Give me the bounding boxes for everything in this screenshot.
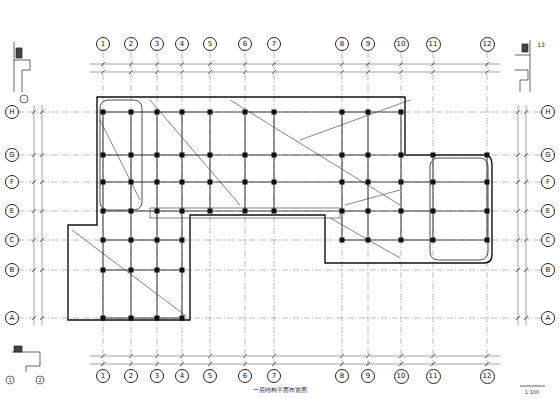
grid-label: G [545,152,550,159]
grid-label: 11 [429,373,438,380]
grid-bubble: 8 [335,37,349,51]
grid-label: 10 [397,373,406,380]
grid-bubble: 11 [426,369,441,384]
grid-bubble: 3 [150,369,164,383]
grid-bubble: H [5,105,19,119]
grid-bubble: 2 [124,369,138,383]
grid-bubble: 12 [480,37,495,52]
grid-label: 8 [340,373,344,380]
grid-bubble: C [541,233,555,247]
grid-label: 3 [155,373,159,380]
grid-bubble: B [5,263,19,277]
grid-label: 4 [180,373,184,380]
grid-label: 12 [483,373,492,380]
grid-label: 12 [483,41,492,48]
grid-bubble: 6 [238,37,252,51]
grid-bubble: 5 [203,369,217,383]
grid-label: 4 [180,41,184,48]
grid-label: 1 [101,41,105,48]
grid-bubble: 9 [361,369,375,383]
grid-bubble: 7 [267,369,281,383]
detail-mark: 13 [536,42,546,48]
grid-label: B [10,267,15,274]
grid-label: C [10,237,15,244]
grid-bubble: A [5,311,19,325]
grid-label: 6 [243,41,247,48]
grid-label: F [10,179,14,186]
grid-bubble: 7 [267,37,281,51]
grid-bubble: 1 [96,37,110,51]
grid-bubble: 12 [480,369,495,384]
grid-bubble: 10 [394,37,409,52]
grid-label: E [546,208,550,215]
grid-label: 10 [397,41,406,48]
grid-label: 9 [366,41,370,48]
grid-label: 9 [366,373,370,380]
grid-bubble: F [541,175,555,189]
grid-bubble: A [541,311,555,325]
grid-bubble: 1 [96,369,110,383]
grid-bubble: 5 [203,37,217,51]
grid-label: 2 [129,41,133,48]
grid-label: A [546,315,551,322]
grid-bubble: 10 [394,369,409,384]
grid-label: 7 [272,373,276,380]
grid-label: E [10,208,14,215]
detail-mark: 1:100 [524,390,540,395]
grid-label: 5 [208,41,212,48]
grid-bubble: 6 [238,369,252,383]
grid-bubble: B [541,263,555,277]
grid-bubble: E [5,204,19,218]
grid-label: 5 [208,373,212,380]
grid-label: H [545,109,550,116]
grid-label: 3 [155,41,159,48]
grid-label: F [546,179,550,186]
grid-label: 7 [272,41,276,48]
drawing-caption: 一层结构平面布置图 [252,387,308,393]
grid-label: G [9,152,14,159]
grid-label: 2 [129,373,133,380]
detail-mark: 1 [7,378,12,383]
grid-label: A [10,315,15,322]
grid-bubble: 8 [335,369,349,383]
grid-label: 8 [340,41,344,48]
grid-bubble: F [5,175,19,189]
grid-bubble: 9 [361,37,375,51]
grid-bubble: G [5,148,19,162]
grid-bubble: G [541,148,555,162]
grid-label: C [546,237,551,244]
grid-bubble: C [5,233,19,247]
grid-bubble: E [541,204,555,218]
grid-bubble: 4 [175,37,189,51]
grid-bubble: 3 [150,37,164,51]
grid-bubble: 4 [175,369,189,383]
grid-label: 11 [429,41,438,48]
grid-bubble: 11 [426,37,441,52]
grid-bubble: H [541,105,555,119]
grid-bubble: 2 [124,37,138,51]
grid-label: 1 [101,373,105,380]
detail-mark: 2 [37,378,42,383]
grid-label: 6 [243,373,247,380]
grid-label: B [546,267,551,274]
grid-label: H [9,109,14,116]
